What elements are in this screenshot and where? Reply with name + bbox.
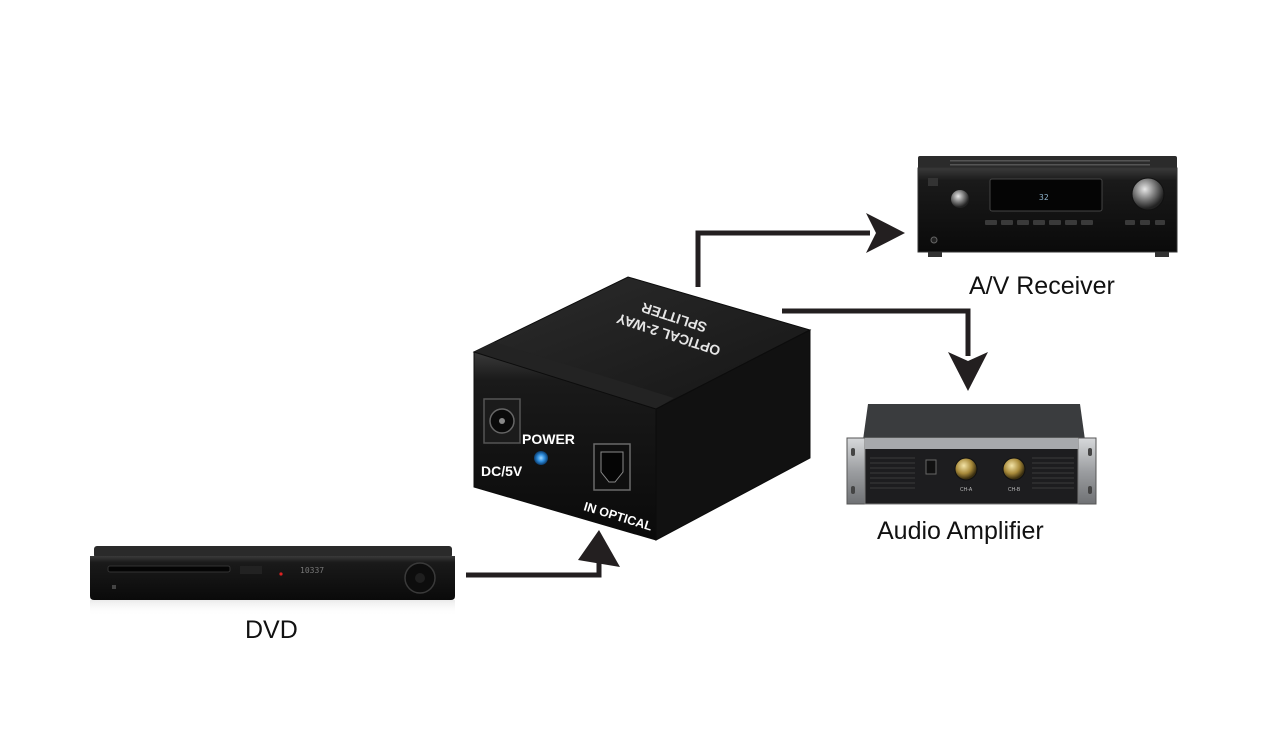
- dc-5v-label: DC/5V: [481, 463, 523, 479]
- dvd-display-readout: 10337: [300, 566, 324, 575]
- arrow-dvd-to-splitter: [466, 530, 620, 578]
- channel-a-knob: [954, 457, 978, 481]
- right-rack-ear: [1077, 437, 1097, 505]
- volume-knob: [1131, 177, 1165, 211]
- audio-amplifier: CH-A CH-B: [846, 404, 1097, 505]
- left-rack-ear: [846, 437, 866, 505]
- dvd-caption: DVD: [245, 616, 298, 644]
- channel-b-knob: [1002, 457, 1026, 481]
- receiver-power-button: [928, 178, 938, 186]
- audio-amplifier-caption: Audio Amplifier: [877, 517, 1044, 545]
- channel-a-label: CH-A: [960, 487, 973, 493]
- optical-splitter: OPTICAL 2-WAY SPLITTER DC/5V POWER IN OP…: [472, 276, 812, 541]
- power-button: [112, 585, 116, 589]
- arrow-splitter-to-receiver: [695, 213, 905, 287]
- standby-indicator: [279, 572, 283, 576]
- av-receiver-caption: A/V Receiver: [969, 272, 1115, 300]
- disc-tray: [107, 565, 231, 573]
- input-selector-knob: [951, 190, 969, 208]
- channel-b-label: CH-B: [1008, 487, 1021, 493]
- eject-button: [240, 566, 262, 574]
- receiver-display-readout: 32: [1039, 193, 1049, 202]
- toslink-port-icon: [593, 443, 631, 491]
- headphone-jack-icon: [930, 236, 938, 244]
- dc-jack-icon: [483, 398, 521, 444]
- arrow-splitter-to-amplifier: [782, 308, 988, 391]
- receiver-display: [989, 178, 1103, 212]
- dvd-player: 10337: [90, 546, 455, 616]
- power-led-icon: [534, 451, 548, 465]
- power-label: POWER: [522, 431, 575, 447]
- amplifier-power-switch: [925, 459, 937, 475]
- av-receiver: 32: [917, 156, 1178, 257]
